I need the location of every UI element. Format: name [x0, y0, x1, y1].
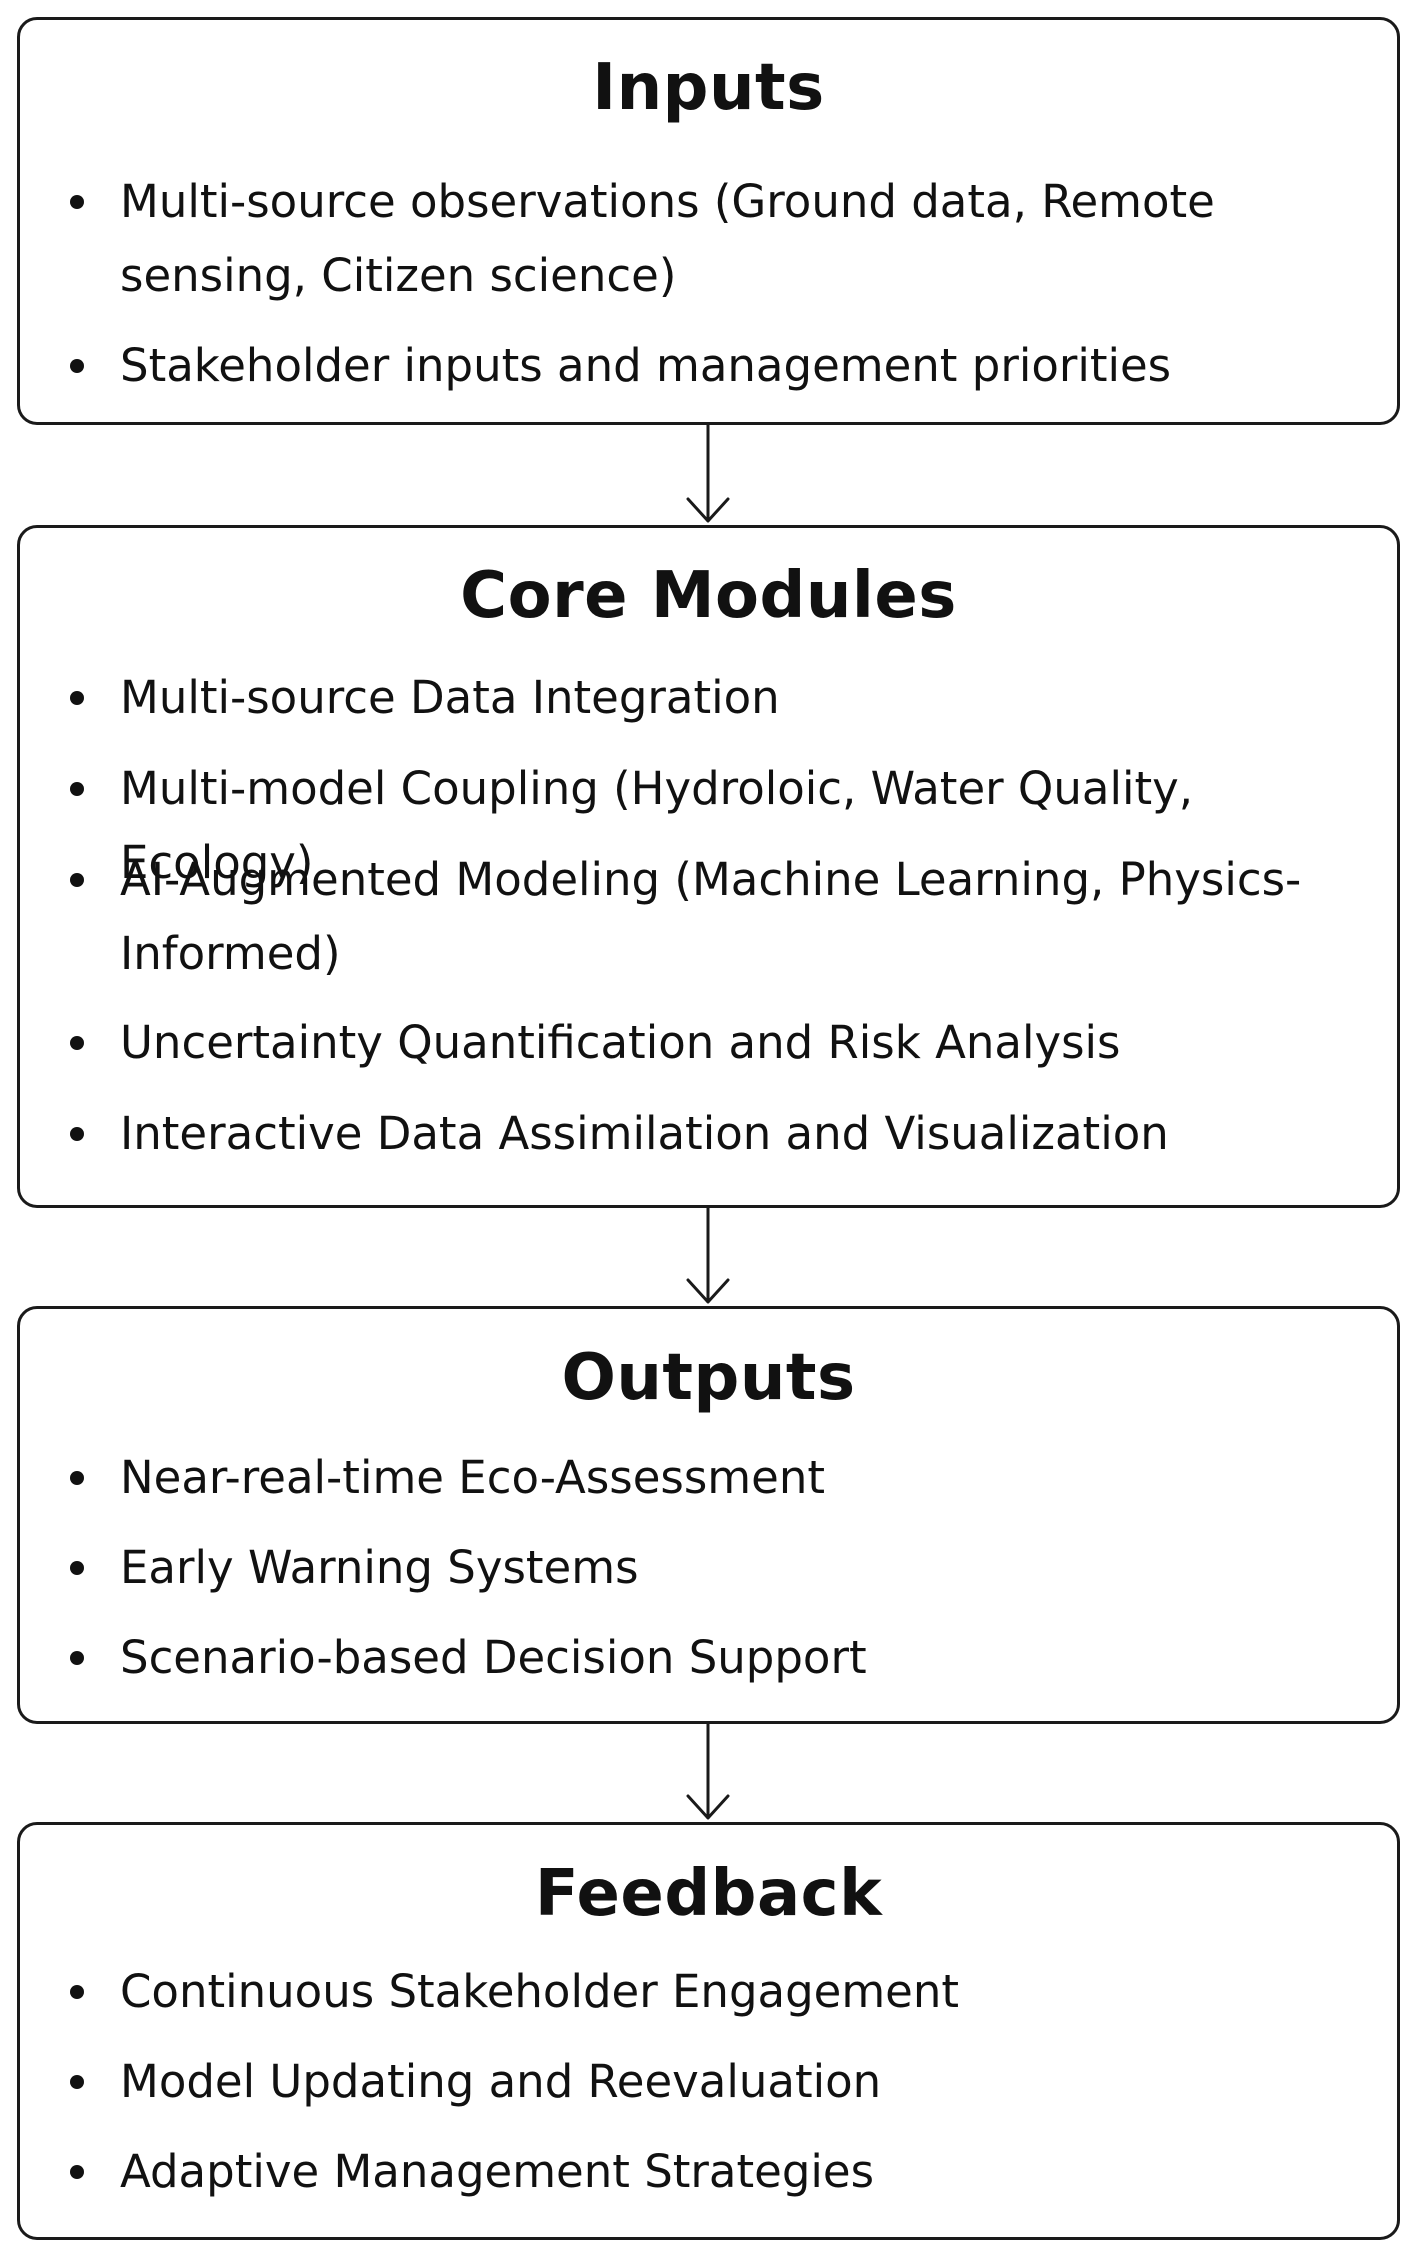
inputs-title: Inputs — [592, 51, 825, 125]
inputs-item-2: Stakeholder inputs and management priori… — [120, 339, 1172, 392]
bullet-icon — [70, 1127, 84, 1141]
core-modules-item-3: AI-Augmented Modeling (Machine Learning,… — [120, 853, 1302, 980]
down-arrow-icon — [686, 425, 730, 523]
bullet-icon — [70, 1561, 84, 1575]
bullet-icon — [70, 2165, 84, 2179]
bullet-icon — [70, 691, 84, 705]
feedback-item-3: Adaptive Management Strategies — [120, 2145, 875, 2198]
core-modules-item-4: Uncertainty Quantification and Risk Anal… — [120, 1016, 1121, 1069]
outputs-title: Outputs — [561, 1341, 856, 1415]
down-arrow-icon — [686, 1724, 730, 1820]
core-modules-item-1: Multi-source Data Integration — [120, 671, 780, 724]
core-modules-item-2: Multi-model Coupling (Hydroloic, Water Q… — [120, 762, 1194, 889]
core-modules-item-5: Interactive Data Assimilation and Visual… — [120, 1107, 1169, 1160]
outputs-item-2: Early Warning Systems — [120, 1541, 639, 1594]
feedback-item-1: Continuous Stakeholder Engagement — [120, 1965, 960, 2018]
down-arrow-icon — [686, 1208, 730, 1304]
core-modules-title: Core Modules — [460, 559, 957, 633]
inputs-item-1: Multi-source observations (Ground data, … — [120, 175, 1215, 302]
outputs-item-1: Near-real-time Eco-Assessment — [120, 1451, 825, 1504]
inputs-box: Inputs Multi-source observations (Ground… — [17, 17, 1400, 425]
bullet-icon — [70, 359, 84, 373]
bullet-icon — [70, 782, 84, 796]
outputs-box: Outputs Near-real-time Eco-Assessment Ea… — [17, 1306, 1400, 1724]
bullet-icon — [70, 1471, 84, 1485]
core-modules-box: Core Modules Multi-source Data Integrati… — [17, 525, 1400, 1208]
bullet-icon — [70, 2075, 84, 2089]
bullet-icon — [70, 1651, 84, 1665]
bullet-icon — [70, 1985, 84, 1999]
bullet-icon — [70, 1036, 84, 1050]
bullet-icon — [70, 873, 84, 887]
bullet-icon — [70, 195, 84, 209]
feedback-item-2: Model Updating and Reevaluation — [120, 2055, 882, 2108]
feedback-box: Feedback Continuous Stakeholder Engageme… — [17, 1822, 1400, 2240]
outputs-item-3: Scenario-based Decision Support — [120, 1631, 867, 1684]
feedback-title: Feedback — [534, 1857, 883, 1931]
